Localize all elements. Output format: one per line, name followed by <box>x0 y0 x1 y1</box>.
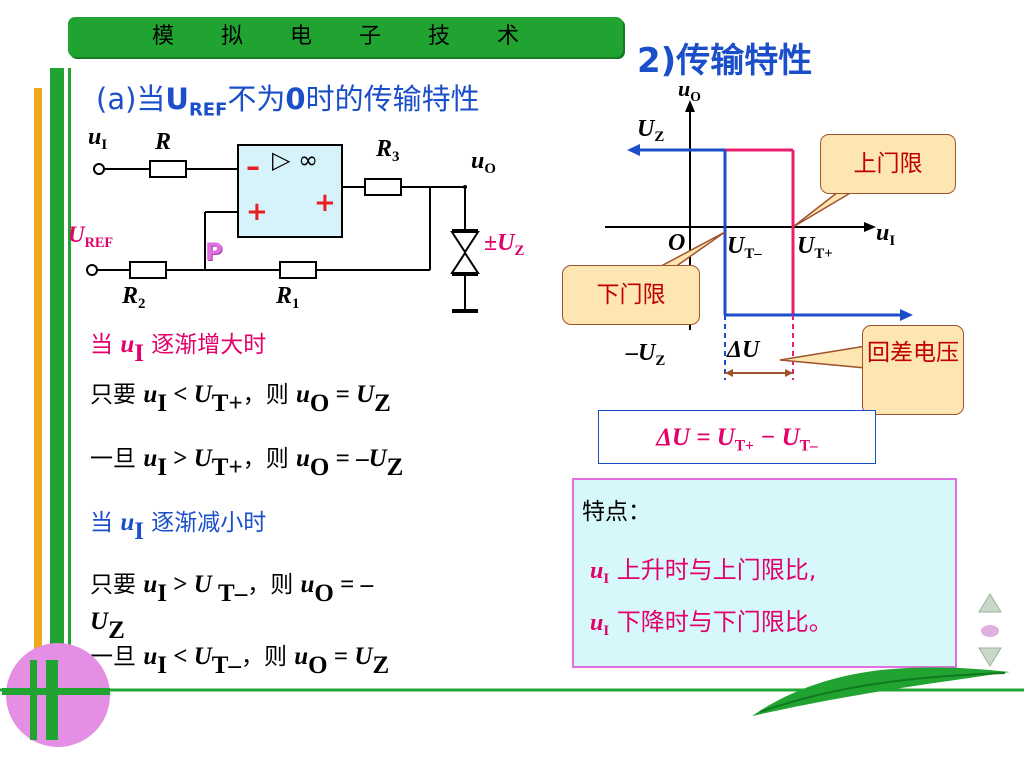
circuit-R2-label: R2 <box>122 283 146 313</box>
lower-threshold-callout: 下门限 <box>562 265 700 325</box>
circuit-uref-label: UREF <box>68 222 114 251</box>
falling-path-arrow-left <box>627 144 640 156</box>
graph-uI-label: uI <box>876 220 896 250</box>
section-title: 2)传输特性 <box>637 41 813 81</box>
graph-UTplus-label: UT+ <box>797 233 833 263</box>
slide-subtitle: (a)当UREF不为0时的传输特性 <box>96 82 480 121</box>
circuit-R-label: R <box>155 129 172 155</box>
nav-down-arrow <box>978 647 1002 667</box>
increasing-heading: 当 uI 逐渐增大时 <box>90 331 267 367</box>
decreasing-condition-1-wrap: UZ <box>90 608 125 644</box>
decreasing-condition-2: 一旦 uI < UT–，则 uO = UZ <box>90 643 390 679</box>
nav-dot <box>981 625 999 637</box>
opamp-minus-sign: – <box>246 150 260 183</box>
x-axis-arrow <box>864 222 876 232</box>
formula-text: ΔU = UT+ − UT– <box>656 424 818 455</box>
graph-UTminus-label: UT– <box>727 233 762 263</box>
opamp-box <box>237 144 343 238</box>
features-box: 特点： uI 上升时与上门限比, uI 下降时与下门限比。 <box>572 478 957 668</box>
graph-UZ-label: UZ <box>637 116 665 146</box>
left-stripe-green <box>50 68 64 688</box>
features-line-1: uI 上升时与上门限比, <box>590 556 817 588</box>
graph-deltaU-label: ΔU <box>727 337 760 363</box>
opamp-infinity-symbol: ▷ ∞ <box>272 146 319 174</box>
increasing-condition-2: 一旦 uI > UT+，则 uO = –UZ <box>90 445 404 481</box>
hysteresis-voltage-callout: 回差电压 <box>862 325 964 415</box>
opamp-output-plus: + <box>314 188 336 218</box>
circuit-uO-label: uO <box>471 148 496 178</box>
upper-threshold-callout: 上门限 <box>820 134 956 194</box>
zener-diode-bottom <box>450 251 480 274</box>
circuit-uI-label: uI <box>88 124 108 154</box>
leaf-decoration <box>752 667 1010 716</box>
increasing-condition-1: 只要 uI < UT+，则 uO = UZ <box>90 381 391 417</box>
graph-uO-label: uO <box>678 76 701 104</box>
features-title: 特点： <box>582 499 651 525</box>
circuit-R1-label: R1 <box>276 283 300 313</box>
hysteresis-formula-box: ΔU = UT+ − UT– <box>598 410 876 464</box>
header-title: 模 拟 电 子 技 术 <box>152 24 539 49</box>
graph-origin-label: O <box>668 230 686 256</box>
zener-diode-top <box>450 231 480 254</box>
left-stripe-orange <box>34 88 42 688</box>
low-level-arrow-right <box>900 309 913 321</box>
left-stripe-thin <box>68 68 71 688</box>
nav-up-arrow <box>978 593 1002 613</box>
circuit-P-label: P <box>205 238 223 266</box>
y-axis-arrow <box>685 100 695 112</box>
features-line-2: uI 下降时与下门限比。 <box>590 608 833 640</box>
opamp-plus-sign: + <box>246 197 268 227</box>
nav-up-button[interactable] <box>978 592 1002 614</box>
circuit-R3-label: R3 <box>376 136 400 166</box>
decreasing-heading: 当 uI 逐渐减小时 <box>90 509 267 545</box>
nav-down-button[interactable] <box>978 646 1002 668</box>
zener-voltage-label: ±UZ <box>484 230 525 260</box>
decreasing-condition-1: 只要 uI > U T–，则 uO = – <box>90 571 374 607</box>
graph-negUZ-label: –UZ <box>626 340 666 370</box>
header-bar <box>68 17 623 57</box>
